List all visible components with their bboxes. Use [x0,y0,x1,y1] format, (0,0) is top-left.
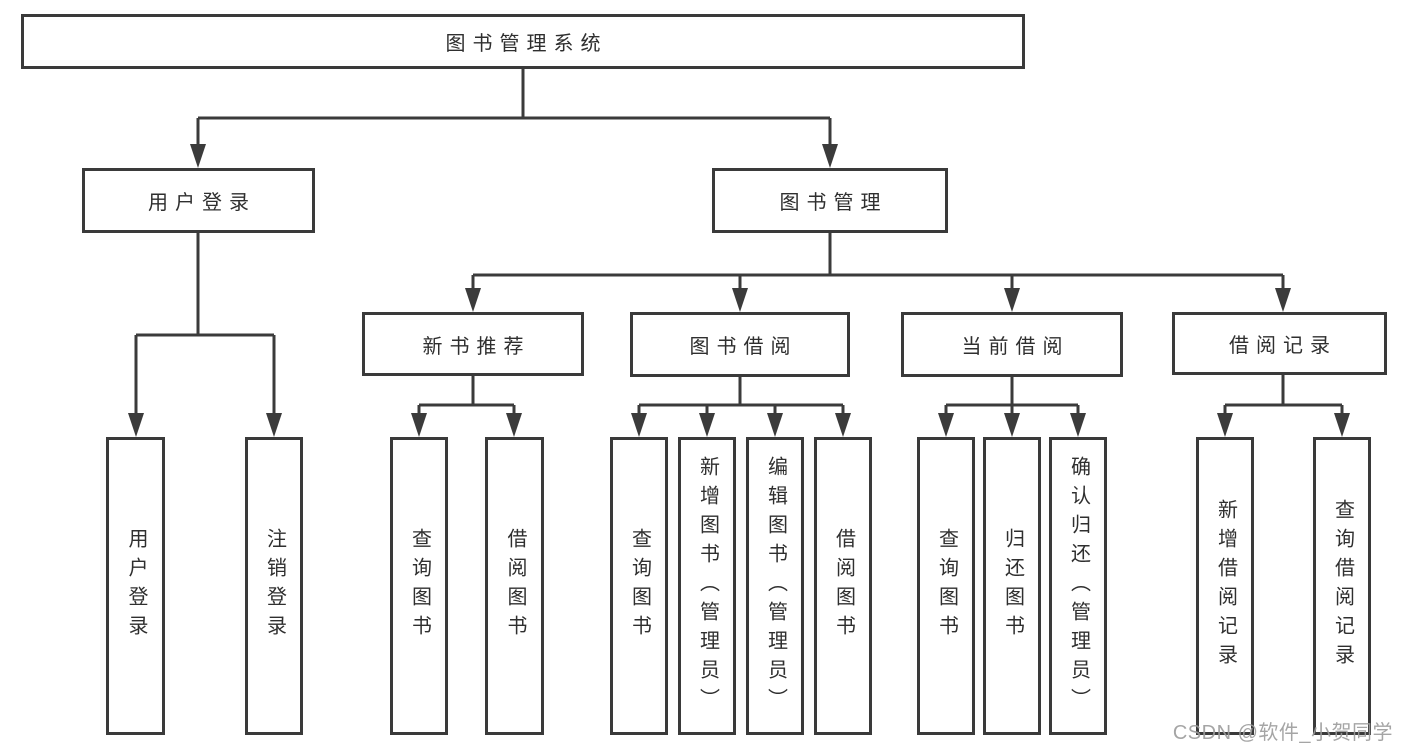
node-label: 用户登录 [148,192,256,214]
leaf-label: 归还图书 [1001,528,1024,644]
node-book-management: 图书管理 [712,168,948,233]
leaf-query-borrow-record: 查询借阅记录 [1313,437,1371,735]
leaf-label: 编辑图书（管理员） [764,455,787,717]
node-book-borrowing: 图书借阅 [630,312,850,377]
arrowhead-down [732,288,748,312]
leaf-add-book-admin: 新增图书（管理员） [678,437,736,735]
arrowhead-down [1004,413,1020,437]
arrowhead-down [699,413,715,437]
leaf-logout: 注销登录 [245,437,303,735]
node-label: 图书管理 [779,192,888,214]
leaf-label: 查询图书 [935,528,958,644]
arrowhead-down [465,288,481,312]
node-label: 新书推荐 [422,335,531,358]
leaf-label: 新增借阅记录 [1214,499,1237,673]
leaf-borrow-books: 借阅图书 [485,437,544,735]
leaf-label: 确认归还（管理员） [1067,455,1090,717]
leaf-user-login: 用户登录 [106,437,165,735]
watermark: CSDN @软件_小贺同学 [1172,722,1393,744]
arrowhead-down [506,413,522,437]
leaf-label: 用户登录 [125,528,147,644]
leaf-label: 查询图书 [408,528,431,644]
leaf-add-borrow-record: 新增借阅记录 [1196,437,1254,735]
leaf-label: 新增图书（管理员） [696,455,719,717]
node-user-login: 用户登录 [82,168,315,233]
leaf-label: 借阅图书 [832,528,855,644]
arrowhead-down [411,413,427,437]
connector-root-to-level2 [196,69,832,146]
arrowhead-down [1275,288,1291,312]
leaf-edit-book-admin: 编辑图书（管理员） [746,437,804,735]
connector-current-borrow-to-leaves [944,376,1080,415]
connector-book-borrow-to-leaves [637,376,845,415]
leaf-query-books: 查询图书 [610,437,668,735]
node-library-management-system: 图书管理系统 [21,14,1025,69]
arrowhead-down [631,413,647,437]
arrowhead-down [1070,413,1086,437]
leaf-query-books: 查询图书 [917,437,975,735]
arrowhead-down [1334,413,1350,437]
arrowhead-down [822,144,838,168]
arrowhead-down [1004,288,1020,312]
connector-records-to-leaves [1223,375,1344,415]
arrowhead-down [835,413,851,437]
leaf-label: 查询借阅记录 [1331,499,1354,673]
connector-user-login-to-leaves [134,233,276,415]
leaf-query-books: 查询图书 [390,437,448,735]
leaf-borrow-books: 借阅图书 [814,437,872,735]
connector-book-mgmt-to-level3 [471,233,1285,290]
node-label: 借阅记录 [1229,335,1337,357]
node-new-book-recommendation: 新书推荐 [362,312,584,376]
node-label: 图书管理系统 [445,33,608,55]
arrowhead-down [1217,413,1233,437]
leaf-confirm-return-admin: 确认归还（管理员） [1049,437,1107,735]
leaf-label: 注销登录 [263,528,286,644]
node-current-borrowing: 当前借阅 [901,312,1123,377]
arrowheads [128,144,1350,437]
leaf-label: 查询图书 [628,528,651,644]
arrowhead-down [190,144,206,168]
arrowhead-down [266,413,282,437]
leaf-label: 借阅图书 [504,528,526,644]
arrowhead-down [938,413,954,437]
connector-new-book-to-leaves [417,376,516,415]
arrowhead-down [128,413,144,437]
node-label: 当前借阅 [961,336,1070,358]
node-borrowing-records: 借阅记录 [1172,312,1387,375]
leaf-return-books: 归还图书 [983,437,1041,735]
node-label: 图书借阅 [689,336,798,358]
arrowhead-down [767,413,783,437]
